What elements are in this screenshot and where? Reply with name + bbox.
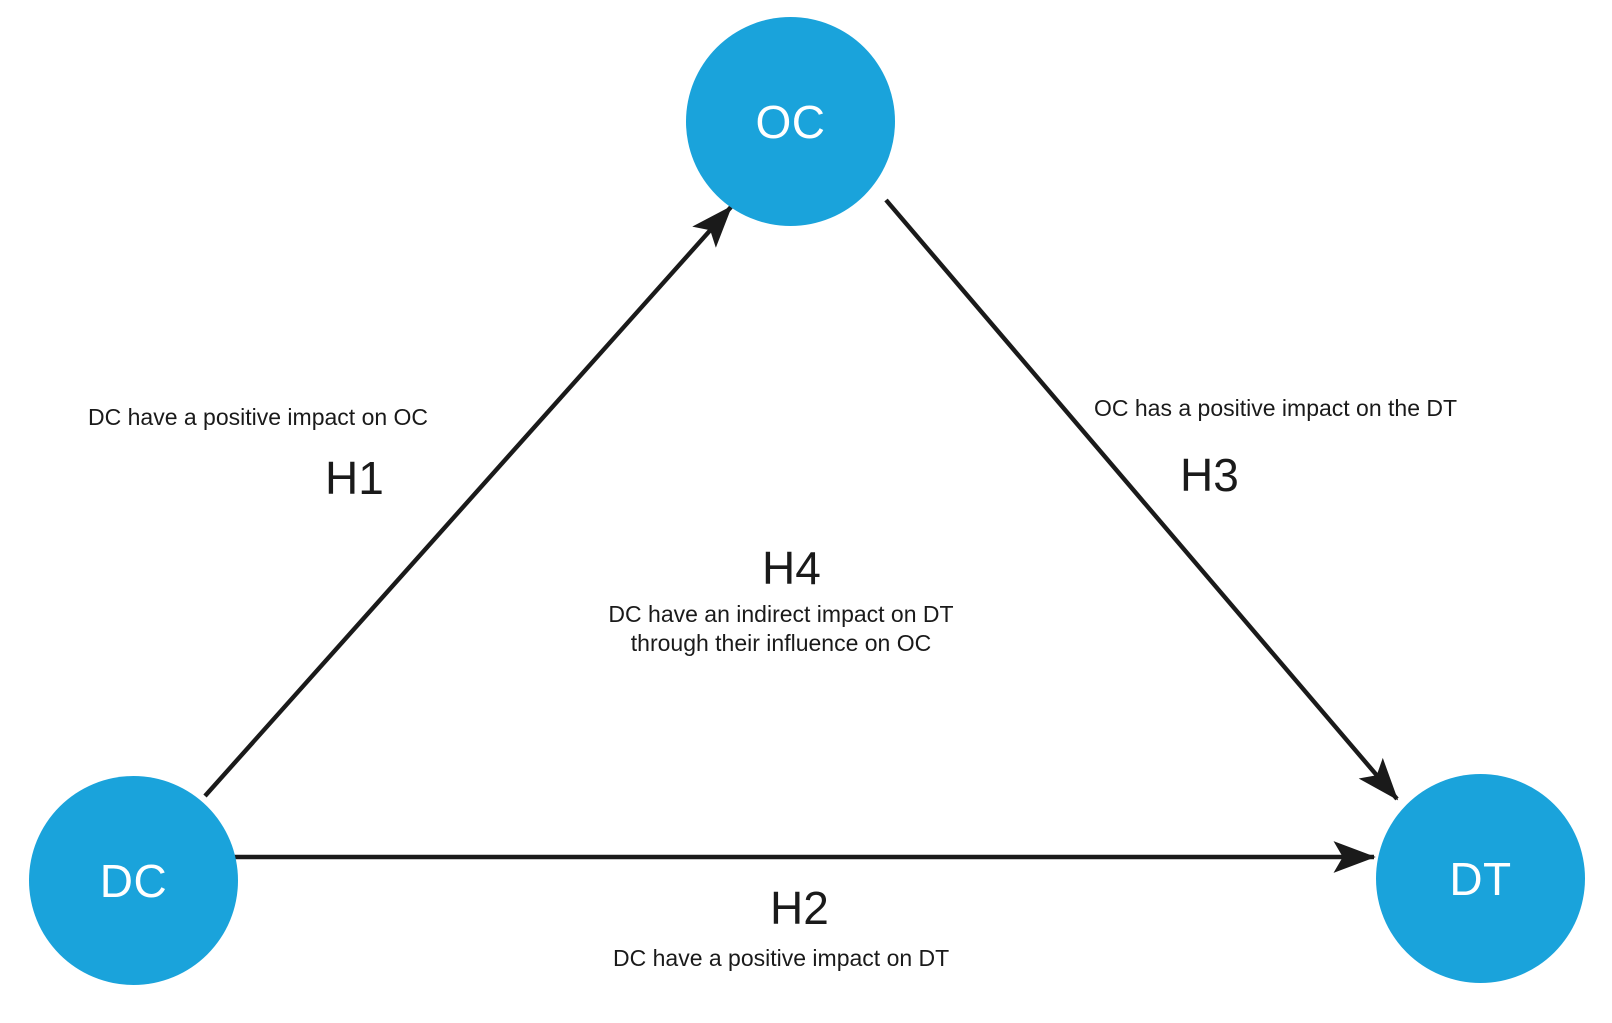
edge-h4-caption-line2: through their influence on OC [630,629,932,656]
node-dt[interactable]: DT [1376,774,1585,983]
edge-h3-arrow [884,198,1399,801]
node-dc[interactable]: DC [29,776,238,985]
edge-h3-caption: OC has a positive impact on the DT [1094,395,1458,421]
edge-h4-caption-line1: DC have an indirect impact on DT [608,601,954,627]
edge-h4-caption: DC have an indirect impact on DT through… [571,600,991,658]
node-oc[interactable]: OC [686,17,895,226]
node-dc-label: DC [99,854,168,907]
edge-h2-caption: DC have a positive impact on DT [613,945,950,971]
edge-h1-caption: DC have a positive impact on OC [88,404,429,430]
edge-h4-code: H4 [762,542,821,594]
node-dt-label: DT [1449,852,1512,905]
edge-h1-arrow [203,205,733,798]
edge-h3-code: H3 [1180,449,1239,501]
edge-h1-code: H1 [325,452,384,504]
node-oc-label: OC [755,95,826,148]
edge-h2-code: H2 [770,882,829,934]
